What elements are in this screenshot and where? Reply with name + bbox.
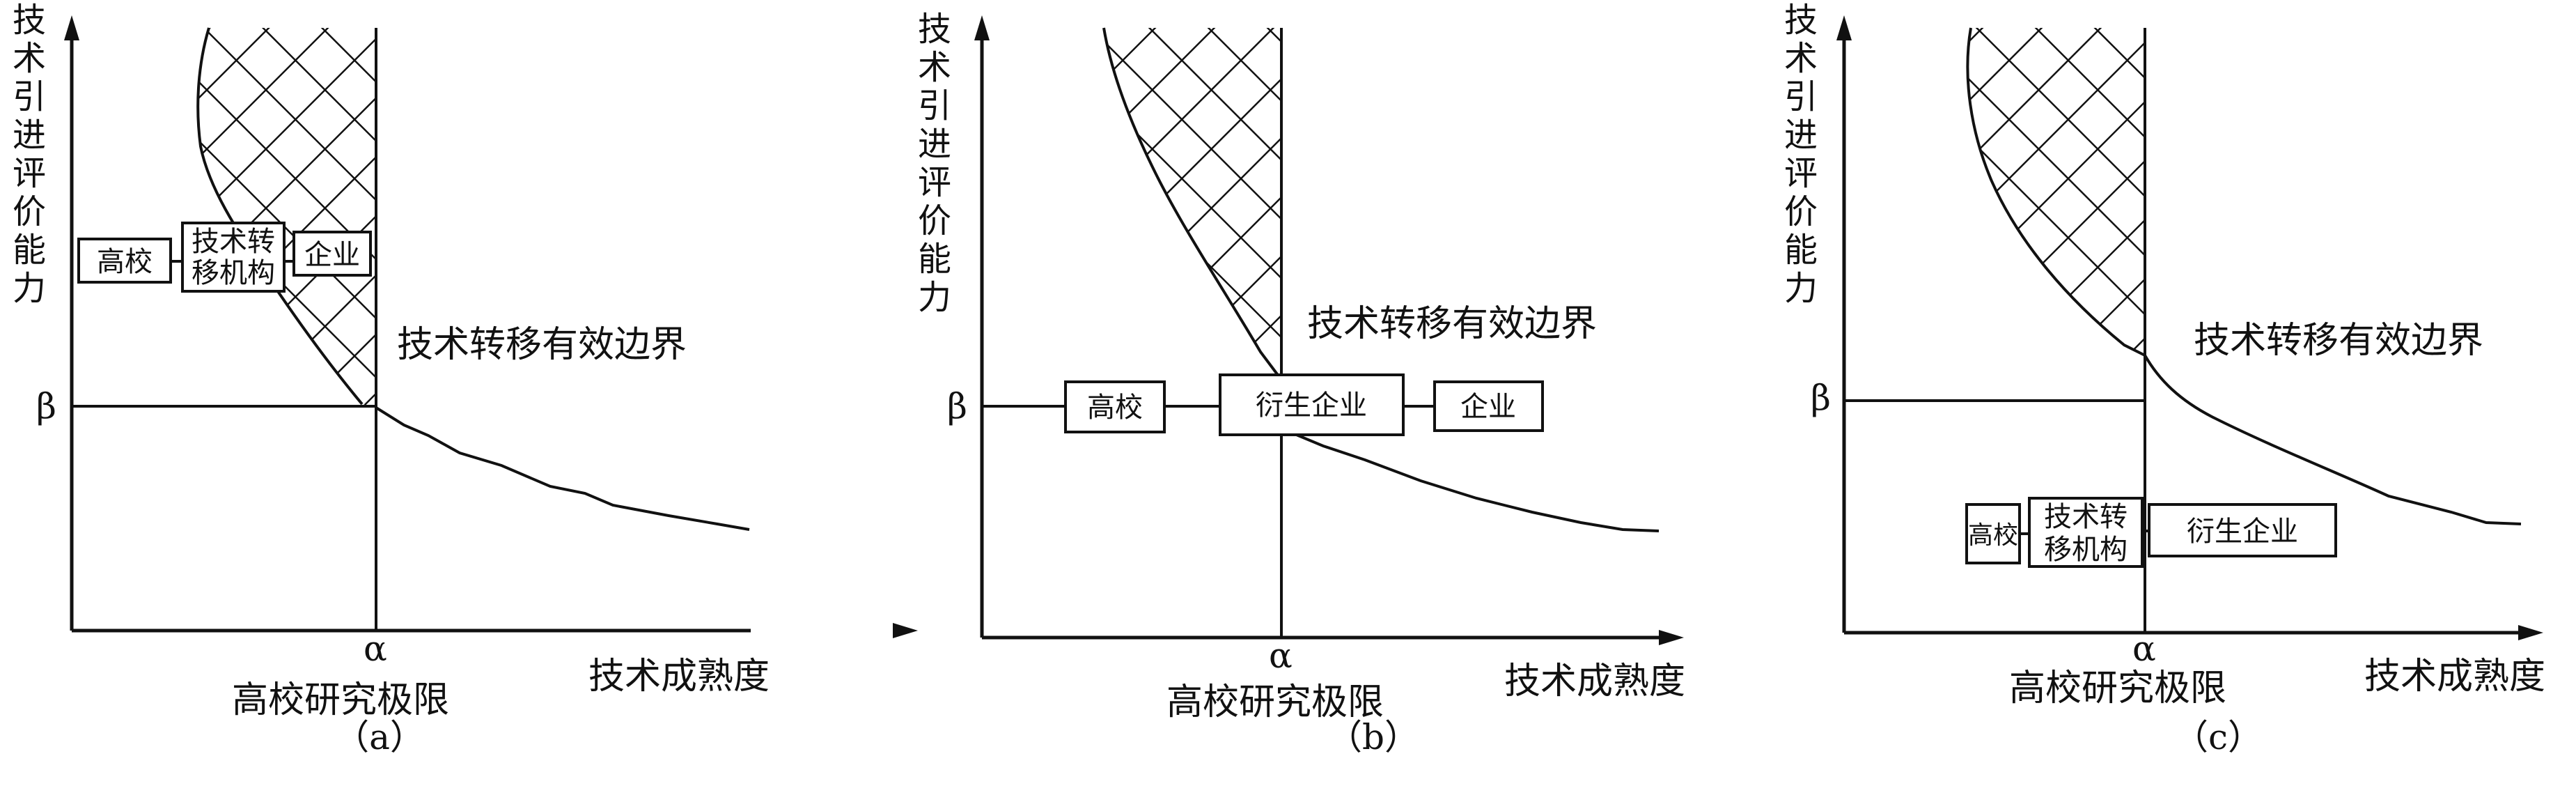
box-tech-transfer-agency: 技术转 移机构: [181, 222, 286, 293]
hatched-region: [1104, 28, 1281, 380]
y-label-char: 评: [918, 163, 951, 202]
panel-b: 技 术 引 进 评 价 能 力 β α 技术转移有效边界 高校研究极限 技术成熟…: [893, 10, 1685, 757]
alpha-label: α: [1269, 635, 1293, 676]
y-label-char: 技: [918, 10, 951, 49]
y-label-char: 技: [1784, 1, 1818, 40]
y-label-char: 能: [918, 240, 951, 279]
panel-a: 技 术 引 进 评 价 能 力 β α 技术转移有效边界 高校研究极限 技术成熟…: [13, 1, 770, 757]
beta-label: β: [36, 386, 56, 426]
box-enterprise: 企业: [1433, 380, 1544, 432]
x-axis-arrow: [1659, 630, 1684, 645]
box-label: 技术转: [2044, 501, 2128, 533]
beta-label: β: [1811, 378, 1831, 418]
x-limit-label: 高校研究极限: [1166, 681, 1384, 723]
y-axis-arrow: [1836, 15, 1852, 40]
y-label-char: 评: [13, 154, 46, 193]
effective-boundary-curve: [375, 406, 750, 531]
y-label-char: 力: [1784, 269, 1818, 308]
x-axis-label: 技术成熟度: [1504, 661, 1685, 702]
alpha-label: α: [364, 629, 387, 669]
panel-caption: （c）: [2173, 717, 2263, 757]
hatched-region-edge: [1966, 27, 2146, 357]
x-axis-label: 技术成熟度: [588, 656, 770, 697]
y-label-char: 评: [1784, 154, 1818, 193]
boundary-label: 技术转移有效边界: [2194, 320, 2483, 362]
box-label: 高校: [97, 246, 153, 278]
y-label-char: 能: [1784, 231, 1818, 270]
x-limit-label: 高校研究极限: [2009, 668, 2226, 709]
y-label-char: 价: [1784, 192, 1818, 231]
beta-label: β: [947, 386, 967, 426]
effective-boundary-curve: [2144, 355, 2522, 525]
box-spinoff-enterprise: 衍生企业: [1219, 373, 1405, 436]
y-label-char: 价: [13, 192, 46, 231]
y-label-char: 引: [918, 86, 951, 125]
panel-caption: （a）: [334, 717, 425, 757]
y-label-char: 术: [918, 48, 951, 87]
box-university: 高校: [1965, 503, 2021, 564]
panel-c: 技 术 引 进 评 价 能 力 β α 技术转移有效边界 高校研究极限 技术成熟…: [1784, 1, 2545, 757]
box-label: 高校: [1087, 392, 1143, 424]
y-axis-label: 技 术 引 进 评 价 能 力: [1784, 1, 1818, 308]
y-label-char: 力: [918, 278, 951, 317]
y-label-char: 力: [13, 269, 46, 308]
hatched-region-edge: [1102, 27, 1283, 381]
y-axis-arrow: [64, 15, 79, 40]
box-label: 高校: [1968, 521, 2018, 550]
boundary-label: 技术转移有效边界: [1307, 303, 1597, 345]
box-label: 衍生企业: [2187, 516, 2298, 548]
hatched-region: [198, 28, 376, 408]
y-label-char: 进: [1784, 116, 1818, 155]
y-label-char: 能: [13, 231, 46, 270]
box-label: 企业: [304, 239, 360, 271]
x-axis-arrow: [2518, 625, 2543, 640]
box-university: 高校: [1064, 380, 1166, 433]
y-label-char: 术: [13, 39, 46, 78]
y-axis-label: 技 术 引 进 评 价 能 力: [918, 10, 951, 317]
box-label: 技术转: [192, 226, 275, 258]
y-axis-label: 技 术 引 进 评 价 能 力: [13, 1, 46, 308]
y-label-char: 术: [1784, 39, 1818, 78]
y-label-char: 引: [13, 77, 46, 116]
y-label-char: 进: [13, 116, 46, 155]
y-label-char: 进: [918, 125, 951, 164]
box-enterprise: 企业: [292, 231, 372, 277]
panel-caption: （b）: [1327, 717, 1419, 757]
hatched-region: [1967, 28, 2145, 355]
box-label: 企业: [1460, 391, 1516, 423]
box-university: 高校: [77, 238, 172, 284]
box-label: 移机构: [192, 257, 275, 289]
box-spinoff-enterprise: 衍生企业: [2148, 503, 2337, 557]
stray-arrow: [893, 623, 918, 638]
y-label-char: 价: [918, 201, 951, 240]
boundary-label: 技术转移有效边界: [397, 324, 687, 366]
y-axis-arrow: [974, 15, 990, 40]
hatched-region-edge: [196, 27, 364, 406]
alpha-label: α: [2132, 629, 2156, 669]
box-label: 移机构: [2044, 534, 2128, 566]
x-axis-label: 技术成熟度: [2364, 656, 2545, 697]
x-limit-label: 高校研究极限: [232, 679, 449, 721]
y-label-char: 引: [1784, 77, 1818, 116]
box-tech-transfer-agency: 技术转 移机构: [2028, 497, 2144, 568]
y-label-char: 技: [13, 1, 46, 40]
effective-boundary-curve: [1281, 427, 1660, 532]
box-label: 衍生企业: [1256, 390, 1367, 422]
